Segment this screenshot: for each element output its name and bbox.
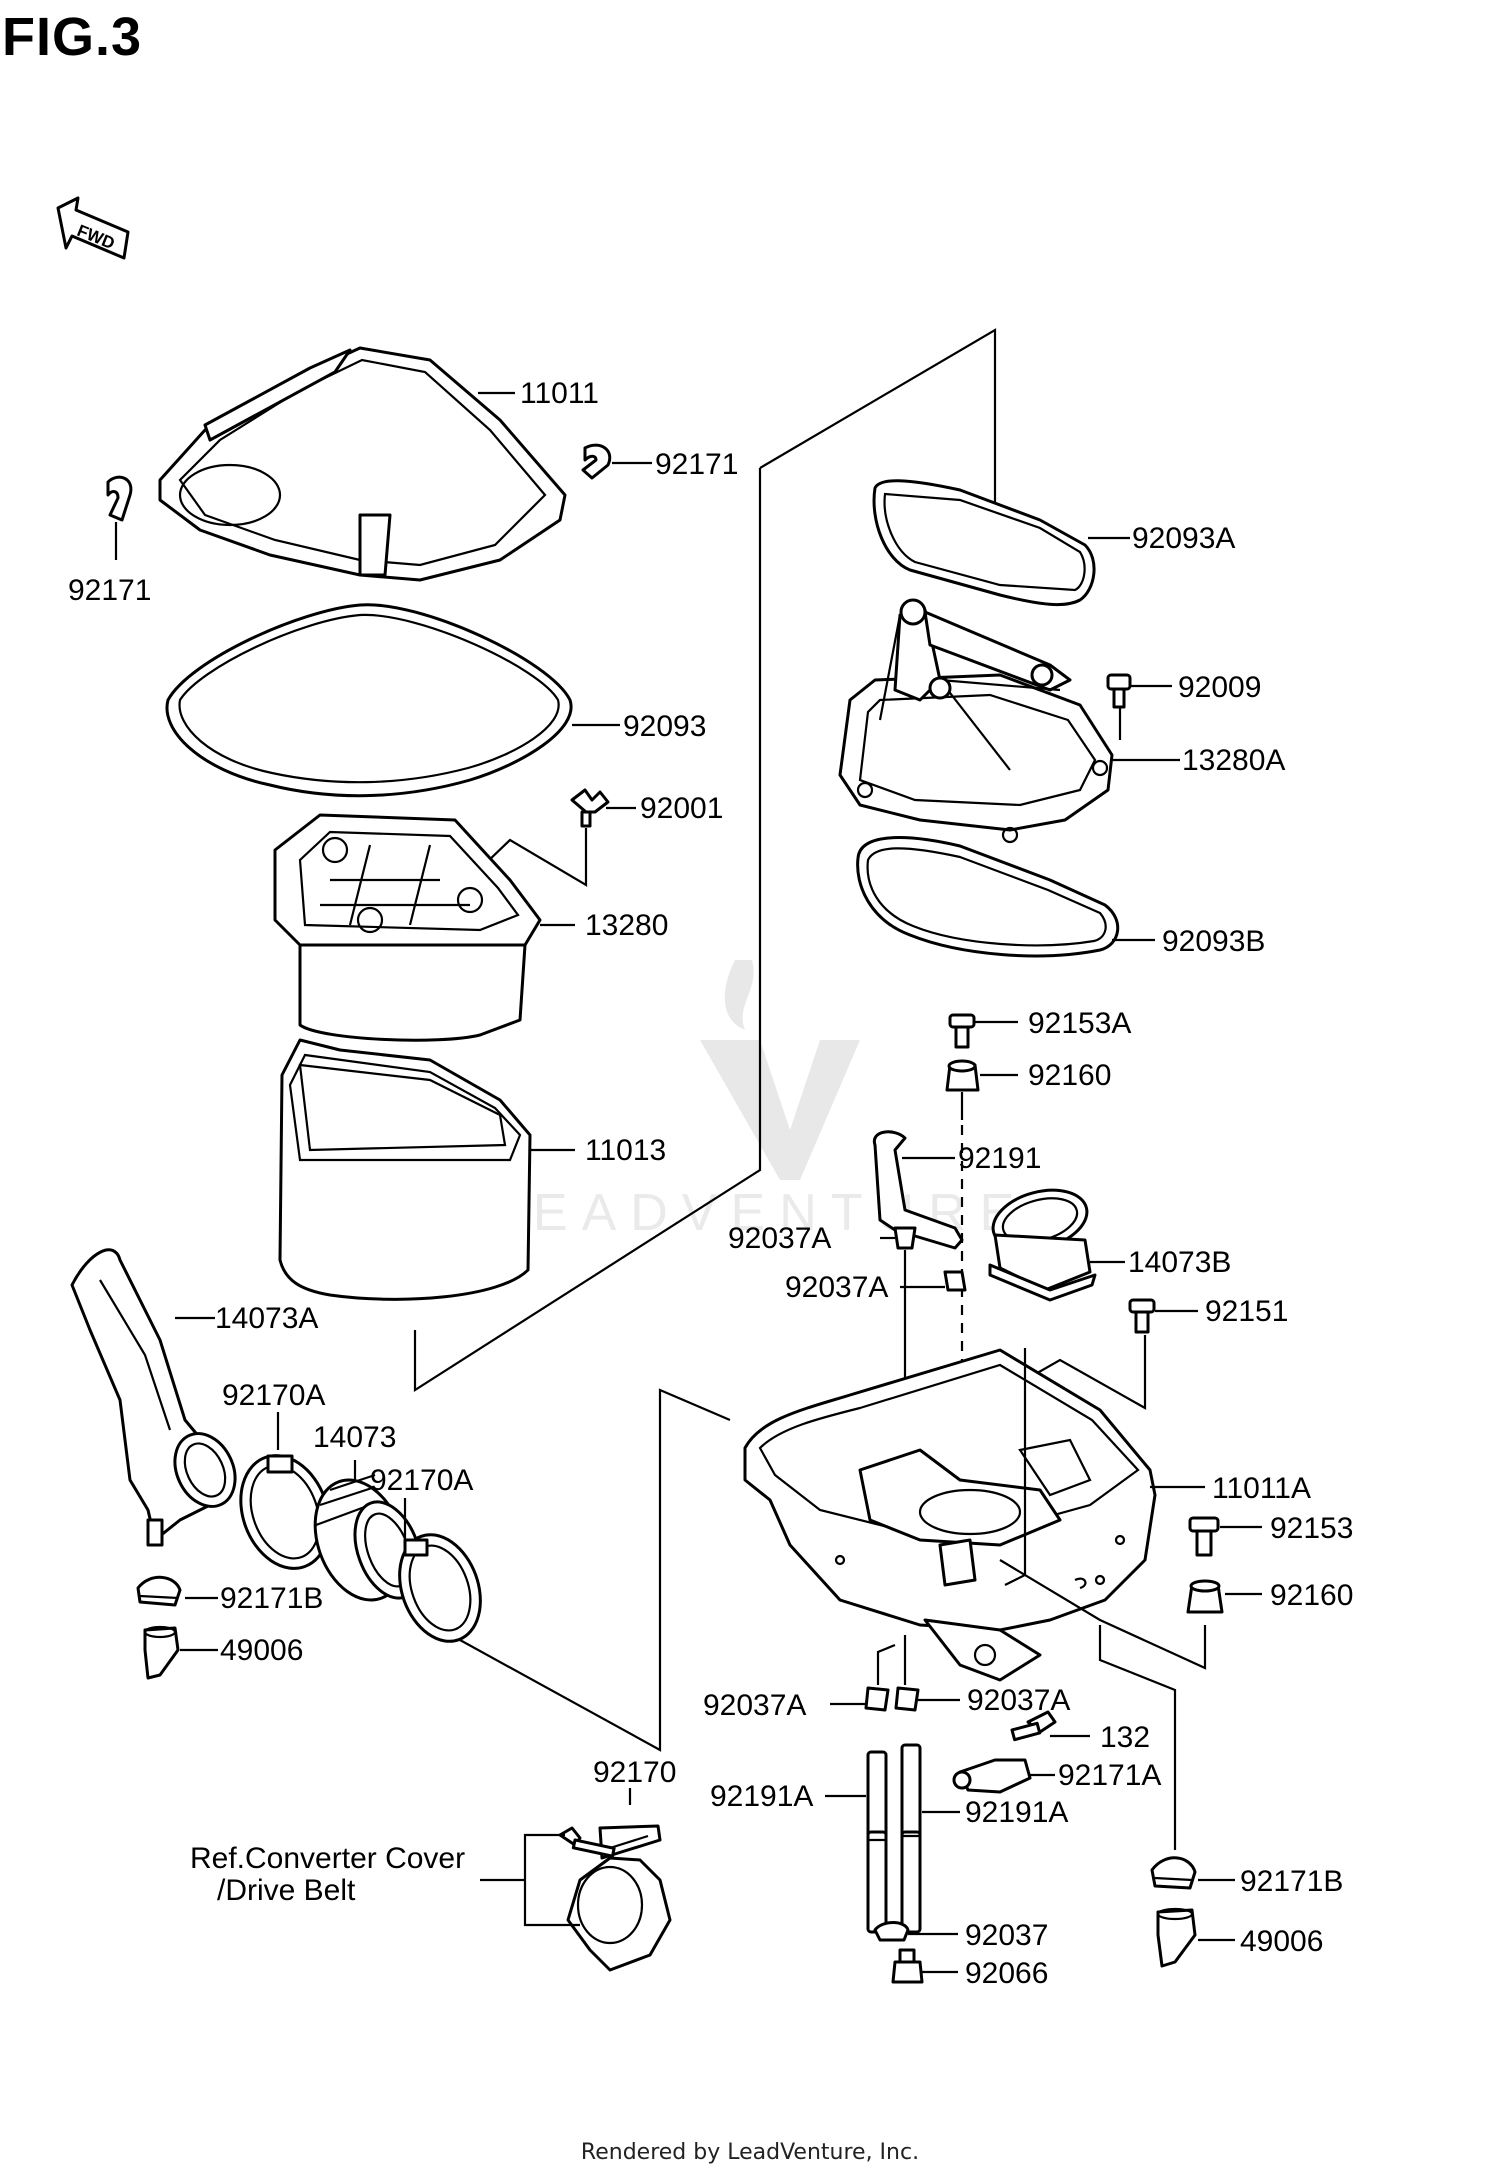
label-92066: 92066 [965, 1957, 1048, 1990]
bolt-92151-icon [1128, 1298, 1156, 1334]
grommet-92160-bottom-icon [1186, 1579, 1224, 1614]
converter-cover-parts [558, 1824, 672, 1972]
label-92037A-1: 92037A [728, 1222, 831, 1255]
label-92001: 92001 [640, 792, 723, 825]
label-13280A: 13280A [1182, 744, 1285, 777]
label-92153: 92153 [1270, 1512, 1353, 1545]
element-holder-13280 [273, 813, 542, 1042]
drain-cap-49006-left [143, 1625, 180, 1680]
label-92093: 92093 [623, 710, 706, 743]
clamp-92170A-2 [398, 1533, 482, 1643]
clip-92037-icon [873, 1921, 910, 1942]
air-cleaner-case-11011A [743, 1348, 1157, 1682]
bolt-92009-icon [1106, 673, 1132, 709]
footer-credit: Rendered by LeadVenture, Inc. [580, 2140, 920, 2165]
clip-92171-right-icon [581, 443, 612, 480]
ref-line-1: Ref.Converter Cover [190, 1842, 465, 1875]
label-92170A-1: 92170A [222, 1379, 325, 1412]
label-92037A-2: 92037A [785, 1271, 888, 1304]
clip-92037A-4-icon [894, 1686, 920, 1712]
label-49006-left: 49006 [220, 1634, 303, 1667]
element-holder-13280A [838, 598, 1114, 844]
figure-title: FIG.3 [2, 7, 143, 67]
label-132: 132 [1100, 1721, 1150, 1754]
watermark-logo: LEADVENTURE [490, 960, 1014, 1242]
clip-92171B-left-icon [136, 1575, 182, 1607]
label-14073B: 14073B [1128, 1246, 1231, 1279]
label-92171-left: 92171 [68, 574, 151, 607]
label-92191A-1: 92191A [710, 1780, 813, 1813]
label-92037A-4: 92037A [967, 1684, 1070, 1717]
label-11011: 11011 [520, 377, 599, 410]
label-92093A: 92093A [1132, 522, 1235, 555]
label-92171B-right: 92171B [1240, 1865, 1343, 1898]
label-92171-top: 92171 [655, 448, 738, 481]
air-cleaner-cover [158, 346, 567, 582]
clip-92171B-right-icon [1150, 1856, 1197, 1890]
hose-92191 [872, 1130, 964, 1250]
label-14073A: 14073A [215, 1302, 318, 1335]
label-92171B-left: 92171B [220, 1582, 323, 1615]
label-11011A: 11011A [1212, 1472, 1311, 1505]
label-92191A-2: 92191A [965, 1796, 1068, 1829]
label-92009: 92009 [1178, 671, 1261, 704]
label-92160-bottom: 92160 [1270, 1579, 1353, 1612]
grommet-92160-top-icon [945, 1059, 980, 1092]
bolt-92153-icon [1188, 1516, 1220, 1557]
label-92153A: 92153A [1028, 1007, 1131, 1040]
clamp-92170A-1 [239, 1454, 331, 1570]
label-92151: 92151 [1205, 1295, 1288, 1328]
label-13280: 13280 [585, 909, 668, 942]
clip-92037A-1-icon [893, 1226, 917, 1250]
intake-duct-14073A [70, 1248, 237, 1547]
bolt-132-icon [1010, 1710, 1057, 1742]
label-92093B: 92093B [1162, 925, 1265, 958]
label-11013: 11013 [585, 1134, 666, 1167]
filter-element-11013 [278, 1038, 532, 1301]
duct-14073B [988, 1188, 1097, 1302]
gasket-92093 [165, 603, 573, 798]
bracket-92171A [952, 1758, 1032, 1794]
clip-92171-left-icon [106, 475, 133, 522]
fwd-arrow-icon: FWD [56, 196, 130, 260]
label-92160-top: 92160 [1028, 1059, 1111, 1092]
hoses-92191A [866, 1743, 922, 1934]
label-14073: 14073 [313, 1421, 396, 1454]
label-92170A-2: 92170A [370, 1464, 473, 1497]
label-92171A: 92171A [1058, 1759, 1161, 1792]
gasket-92093B [856, 836, 1120, 958]
label-92191: 92191 [958, 1142, 1041, 1175]
clip-92037A-3-icon [864, 1686, 890, 1712]
drain-cap-49006-right [1156, 1907, 1197, 1968]
clip-92037A-2-icon [943, 1270, 967, 1292]
label-92170: 92170 [593, 1756, 676, 1789]
label-92037A-3: 92037A [703, 1689, 806, 1722]
label-49006-right: 49006 [1240, 1925, 1323, 1958]
bolt-92153A-icon [948, 1013, 976, 1049]
ref-line-2: /Drive Belt [217, 1874, 356, 1907]
plug-92066-icon [891, 1948, 924, 1984]
wing-bolt-92001-icon [570, 788, 610, 828]
label-92037: 92037 [965, 1919, 1048, 1952]
gasket-92093A [872, 479, 1096, 607]
